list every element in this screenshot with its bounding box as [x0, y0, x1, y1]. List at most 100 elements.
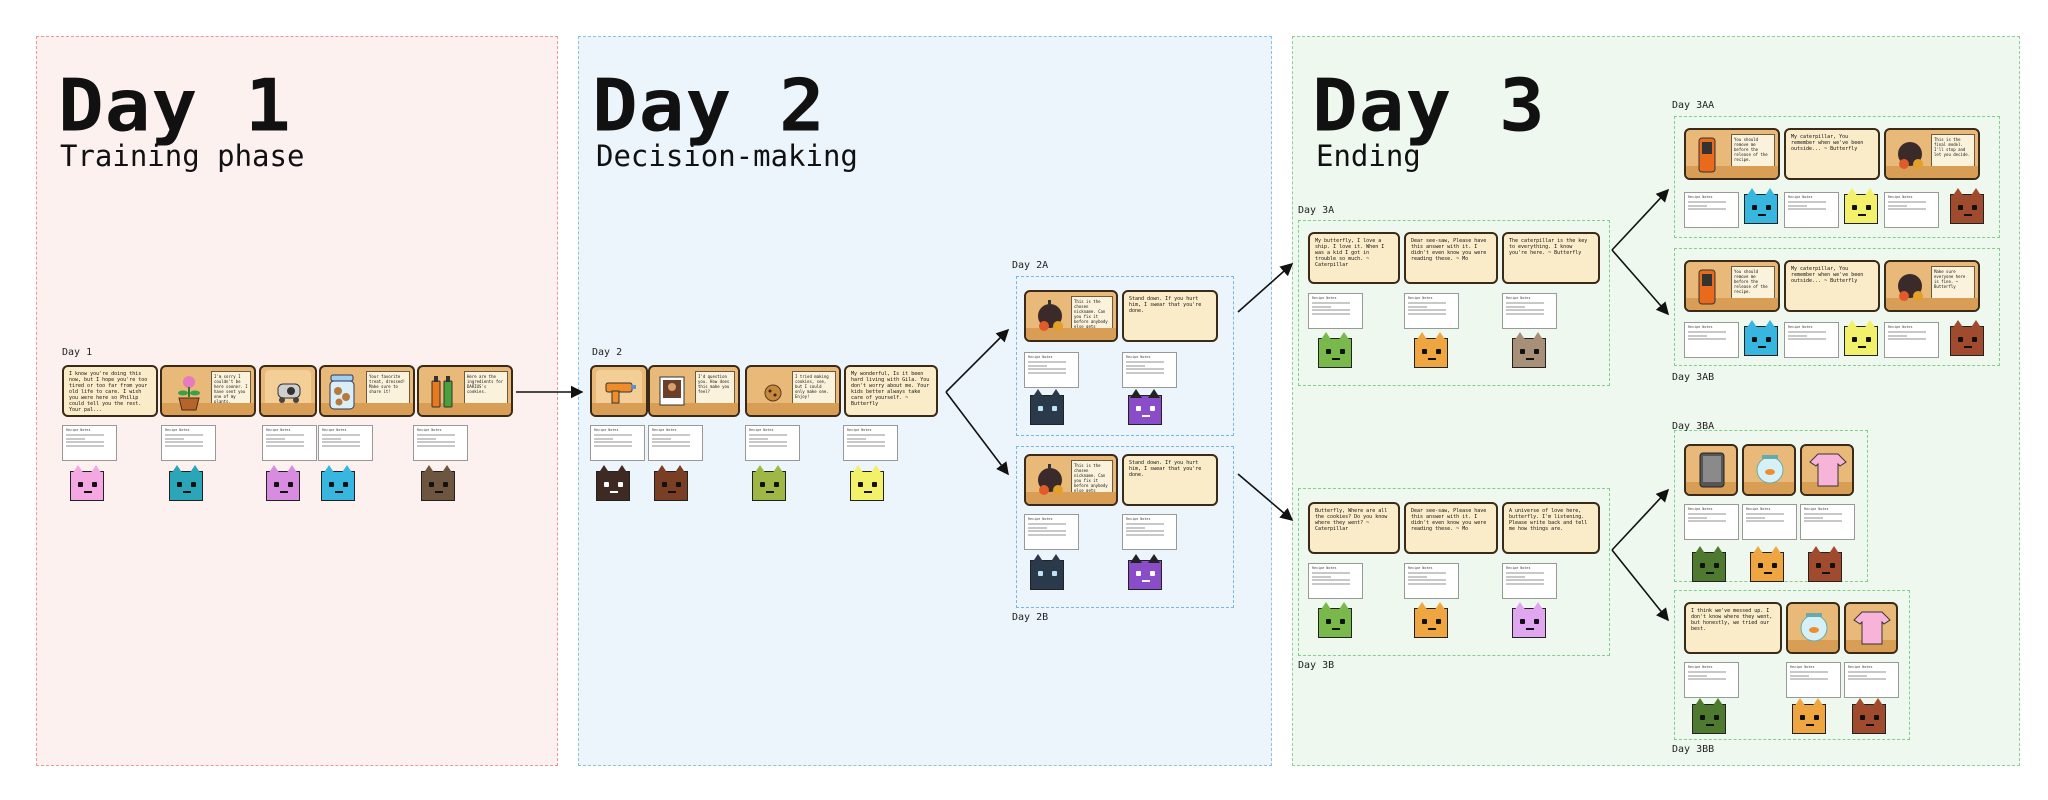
day3b-card-3: Recipe Notes [1502, 563, 1557, 599]
green-dog-avatar [1692, 698, 1726, 734]
day3ba-card-1: Recipe Notes [1684, 504, 1739, 540]
day2-card-3: Recipe Notes [745, 425, 800, 461]
day3ab-phone-tile: You should remove me before the release … [1684, 260, 1780, 312]
day3bb-shirt-tile [1844, 602, 1898, 654]
label-day3a: Day 3A [1298, 205, 1335, 216]
day2-subtitle: Decision-making [596, 139, 858, 173]
arrow-day2-to-day2a [945, 328, 1010, 393]
arrow-day3b-to-day3ba [1611, 488, 1670, 551]
day2b-card-1: Recipe Notes [1024, 514, 1079, 550]
purple-devil-avatar [1128, 389, 1162, 425]
orange-cat-avatar [1414, 602, 1448, 638]
label-day3ba: Day 3BA [1672, 421, 1715, 432]
blue-cat-avatar [1744, 320, 1778, 356]
pink-rabbit-avatar [1512, 602, 1546, 638]
arrow-day3b-to-day3bb [1611, 549, 1669, 622]
cookie-icon [764, 384, 782, 402]
day2-card-2: Recipe Notes [648, 425, 703, 461]
day3b-panel-2: Dear see-saw, Please have this answer wi… [1404, 502, 1498, 554]
label-day3bb: Day 3BB [1672, 744, 1715, 755]
day3ab-card-2: Recipe Notes [1784, 322, 1839, 358]
green-dog-avatar [1318, 332, 1352, 368]
day3aa-letter-panel: My caterpillar, You remember when we've … [1784, 128, 1880, 180]
day3aa-card-3: Recipe Notes [1884, 192, 1939, 228]
arrow-day3a-to-day3aa [1611, 188, 1670, 251]
day2a-group [1016, 276, 1234, 436]
day3bb-card-2: Recipe Notes [1786, 662, 1841, 698]
orange-cat-avatar [1750, 546, 1784, 582]
day3b-group [1298, 488, 1610, 656]
day2a-card-2: Recipe Notes [1122, 352, 1177, 388]
plant-pot-icon [178, 376, 200, 411]
dark-bear-avatar [596, 465, 630, 501]
label-day2b: Day 2B [1012, 612, 1049, 623]
label-day2a: Day 2A [1012, 260, 1049, 271]
purple-devil-avatar [1128, 554, 1162, 590]
day1-plant-tile: I'm sorry I couldn't be here sooner. I h… [160, 365, 256, 417]
day1-bottles-note: Here are the ingredients for DARIUS's co… [464, 371, 508, 411]
day2a-card-1: Recipe Notes [1024, 352, 1079, 388]
day1-subtitle: Training phase [60, 139, 305, 173]
blue-cat-avatar [321, 465, 355, 501]
label-day1: Day 1 [62, 347, 93, 358]
day2-card-4: Recipe Notes [843, 425, 898, 461]
brown-dog-avatar [421, 465, 455, 501]
day3bb-fishbowl-tile [1786, 602, 1840, 654]
shirt-icon [1853, 611, 1891, 645]
day1-card-3: Recipe Notes [262, 425, 317, 461]
bottles-icon [431, 376, 453, 408]
tablet-icon [1699, 452, 1725, 488]
pink-bunny-avatar [70, 465, 104, 501]
arrow-day2b-to-day3b [1237, 473, 1294, 522]
day3aa-phone-tile: You should remove me before the release … [1684, 128, 1780, 180]
green-dog-avatar [1692, 546, 1726, 582]
day1-letter-panel: I know you're doing this now, but I hope… [62, 365, 158, 417]
day1-card-2: Recipe Notes [161, 425, 216, 461]
tan-dog-avatar [1512, 332, 1546, 368]
day3a-card-3: Recipe Notes [1502, 293, 1557, 329]
day3ba-shirt-tile [1800, 444, 1854, 496]
day2-photo-tile: I'd question you. How does this make you… [648, 365, 740, 417]
day3ab-letter-panel: My caterpillar, You remember when we've … [1784, 260, 1880, 312]
label-day3ab: Day 3AB [1672, 372, 1715, 383]
label-day3b: Day 3B [1298, 660, 1335, 671]
day3bb-card-1: Recipe Notes [1684, 662, 1739, 698]
label-day3aa: Day 3AA [1672, 100, 1715, 111]
day3b-panel-3: A universe of love here, butterfly. I'm … [1502, 502, 1600, 554]
phone-icon [1698, 269, 1716, 305]
bomb-robot-icon [1898, 274, 1923, 301]
day3ab-bomb-tile: Make sure everyone here is fine. ~ Butte… [1884, 260, 1980, 312]
day1-title: Day 1 [58, 63, 292, 148]
red-cat-avatar [1950, 188, 1984, 224]
day2b-card-2: Recipe Notes [1122, 514, 1177, 550]
day2-title: Day 2 [592, 63, 826, 148]
day3a-panel-1: My butterfly, I love a ship. I love it. … [1308, 232, 1400, 284]
day3a-panel-2: Dear see-saw, Please have this answer wi… [1404, 232, 1498, 284]
arrow-day3a-to-day3ab [1611, 249, 1670, 316]
day2-cookie-tile: I tried making cookies, see, but I could… [745, 365, 841, 417]
day3bb-card-3: Recipe Notes [1844, 662, 1899, 698]
yellow-dog-avatar [850, 465, 884, 501]
orange-cat-avatar [1414, 332, 1448, 368]
arrow-day2-to-day2b [945, 391, 1009, 476]
photo-icon [659, 376, 685, 406]
day1-robot-tile [259, 365, 317, 417]
cookie-jar-icon [329, 374, 355, 410]
day3ba-card-2: Recipe Notes [1742, 504, 1797, 540]
day3aa-card-2: Recipe Notes [1784, 192, 1839, 228]
red-cat-avatar [1852, 698, 1886, 734]
day3ab-card-3: Recipe Notes [1884, 322, 1939, 358]
yellow-dog-avatar [1844, 188, 1878, 224]
olive-goblin-avatar [752, 465, 786, 501]
phone-icon [1698, 137, 1716, 173]
green-dog-avatar [1318, 602, 1352, 638]
day2b-group [1016, 446, 1234, 608]
day3-title: Day 3 [1312, 63, 1546, 148]
day1-card-4: Recipe Notes [318, 425, 373, 461]
day3a-card-1: Recipe Notes [1308, 293, 1363, 329]
purple-pig-avatar [266, 465, 300, 501]
day2a-reply-panel: Stand down. If you hurt him, I swear tha… [1122, 290, 1218, 342]
day3ab-group [1674, 248, 2000, 366]
day3aa-group [1674, 116, 2000, 238]
